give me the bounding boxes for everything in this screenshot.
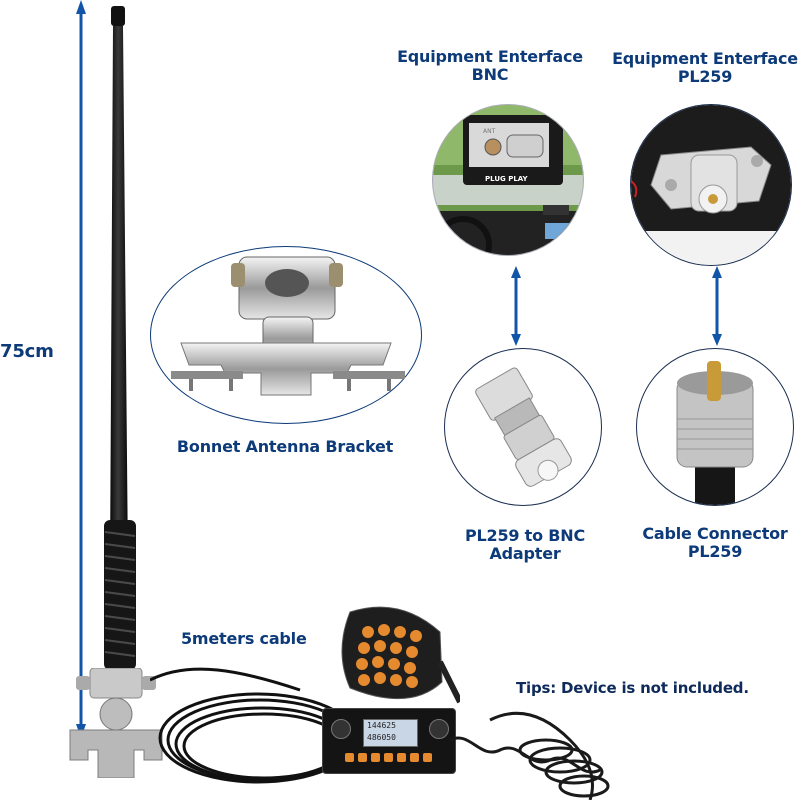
volume-knob (331, 719, 351, 739)
radio-body: 144625 486050 (322, 708, 456, 774)
arrow-pl259 (712, 266, 722, 346)
ant-port-label: ANT (483, 128, 496, 135)
interface-pl259-photo (630, 104, 792, 266)
height-dimension-arrow (76, 0, 86, 740)
plug-play-badge: PLUG PLAY (485, 175, 529, 183)
cable-length-label: 5meters cable (181, 629, 307, 648)
bracket-label: Bonnet Antenna Bracket (176, 437, 394, 456)
cable-connector-label: Cable Connector PL259 (642, 524, 788, 562)
radio-display: 144625 486050 (363, 719, 418, 747)
interface-bnc-photo: ANT PLUG PLAY (432, 104, 584, 256)
radio-buttons (345, 753, 432, 762)
channel-knob (429, 719, 449, 739)
height-label: 75cm (0, 341, 54, 362)
double-arrow-icon (712, 266, 722, 346)
cable-connector-photo (636, 348, 794, 506)
antenna-whip (108, 6, 130, 566)
antenna-base-mount (66, 668, 166, 778)
arrow-bnc (511, 266, 521, 346)
radio-microphone (330, 602, 460, 712)
interface-bnc-title: Equipment Enterface BNC (397, 47, 583, 85)
antenna-spring (98, 520, 142, 670)
double-arrow-icon (76, 0, 86, 738)
adapter-label: PL259 to BNC Adapter (464, 526, 586, 564)
interface-pl259-title: Equipment Enterface PL259 (612, 49, 798, 87)
bracket-image (171, 256, 405, 396)
tips-note: Tips: Device is not included. (516, 679, 749, 697)
coiled-cord (450, 700, 620, 800)
adapter-photo (444, 348, 602, 506)
double-arrow-icon (511, 266, 521, 346)
bracket-oval (150, 246, 422, 424)
